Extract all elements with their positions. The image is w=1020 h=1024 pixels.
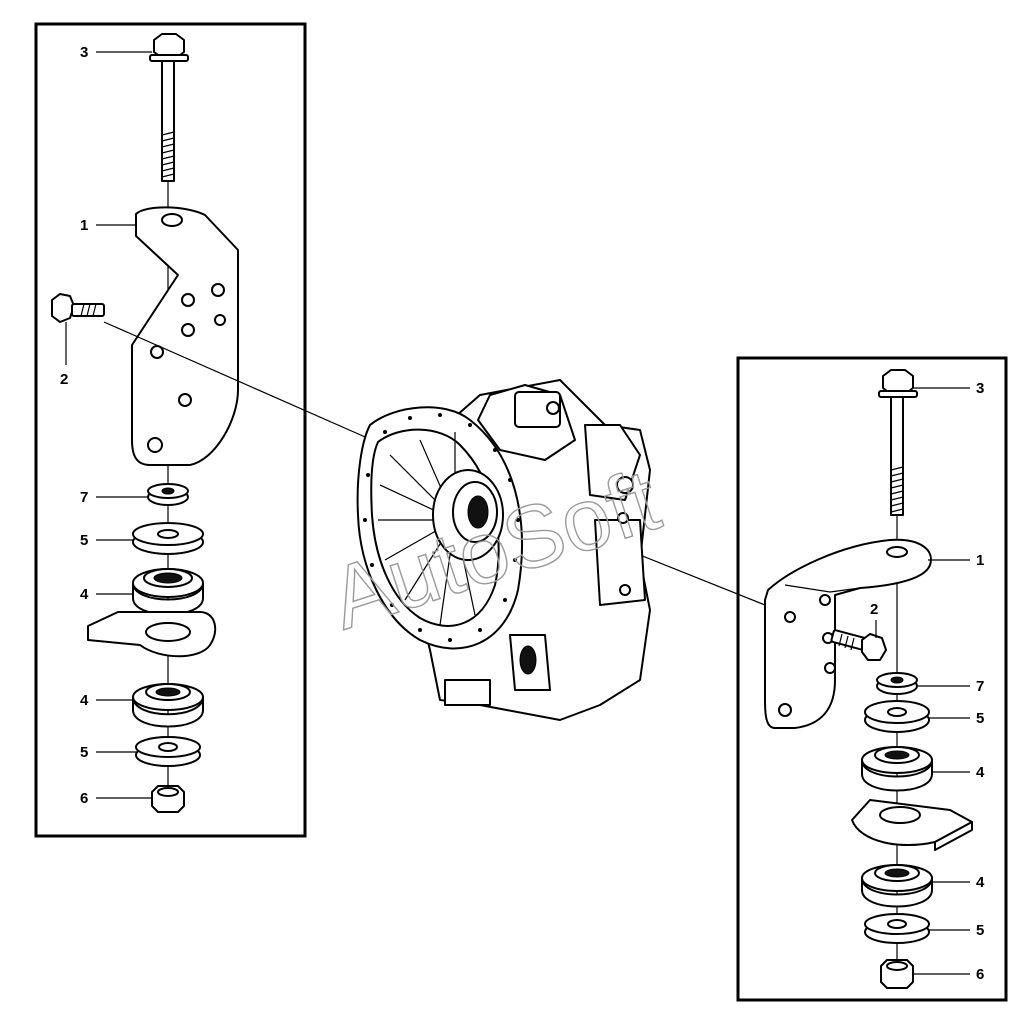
- right-callout-5-lower: 5: [976, 922, 984, 939]
- right-mount-plate: [851, 799, 973, 851]
- right-rubber-mount-4-upper: [861, 746, 933, 792]
- right-callout-2: 2: [870, 601, 878, 618]
- right-nut-6: [880, 959, 914, 989]
- left-callout-4-lower: 4: [80, 692, 89, 709]
- left-callout-3: 3: [80, 44, 88, 61]
- right-callout-6: 6: [976, 966, 984, 983]
- right-bolt-3: [878, 369, 918, 516]
- right-rubber-mount-4-lower: [861, 864, 933, 908]
- left-callout-5-lower: 5: [80, 744, 88, 761]
- left-rubber-mount-4-upper: [132, 568, 204, 616]
- left-detail-panel: 3 1 2 7 5 4 4 5 6: [34, 22, 307, 838]
- right-washer-5-lower: [864, 913, 930, 944]
- right-leader-lines: [875, 387, 970, 975]
- right-bolt-2: [830, 629, 887, 661]
- left-rubber-mount-4-lower: [132, 683, 204, 728]
- right-callout-4-upper: 4: [976, 764, 985, 781]
- left-mount-plate: [87, 611, 217, 658]
- left-bracket-1: [131, 206, 239, 466]
- left-washer-5-lower: [135, 736, 201, 767]
- left-bolt-3: [149, 33, 189, 182]
- left-callout-1: 1: [80, 217, 88, 234]
- right-washer-7: [876, 672, 918, 695]
- left-callout-2: 2: [60, 371, 68, 388]
- left-washer-7: [147, 483, 189, 506]
- left-callout-7: 7: [80, 489, 88, 506]
- left-leader-lines: [65, 51, 152, 799]
- left-callout-6: 6: [80, 790, 88, 807]
- left-callout-4-upper: 4: [80, 586, 89, 603]
- gearbox-assembly: [103, 321, 791, 721]
- right-callout-1: 1: [976, 552, 984, 569]
- left-bolt-2: [51, 293, 105, 323]
- right-bracket-1: [764, 538, 932, 729]
- right-callout-7: 7: [976, 678, 984, 695]
- left-nut-6: [151, 785, 185, 813]
- right-callout-4-lower: 4: [976, 874, 985, 891]
- left-callout-5-upper: 5: [80, 532, 88, 549]
- right-callout-3: 3: [976, 380, 984, 397]
- right-callout-5-upper: 5: [976, 710, 984, 727]
- left-washer-5-upper: [132, 522, 204, 555]
- right-detail-panel: 3 1 2 7 5 4 4 5 6: [736, 356, 1008, 1002]
- right-washer-5-upper: [864, 700, 930, 733]
